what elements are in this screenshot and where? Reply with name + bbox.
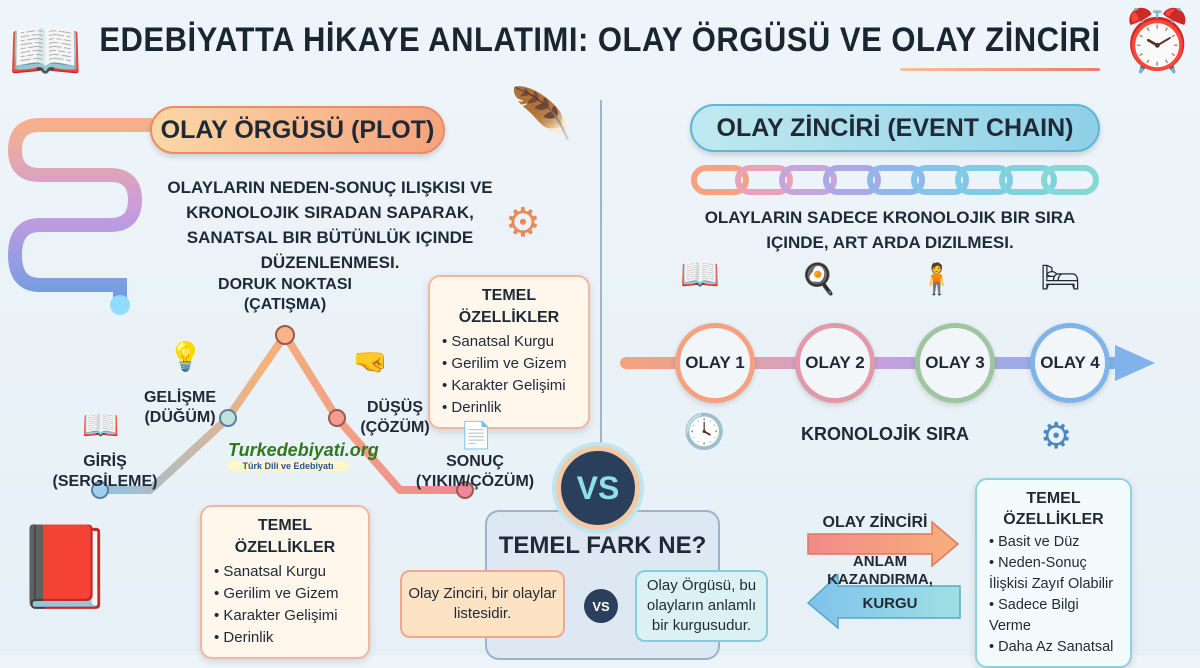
plot-description: Olayların neden-sonuç ilişkisi ve kronol… xyxy=(167,178,493,272)
chain-description: Olayların sadece kronolojik bir sıra içi… xyxy=(704,208,1076,252)
fists-icon: 🤜 xyxy=(353,346,388,377)
books-icon: 📖 xyxy=(8,17,83,84)
stage-giris: GİRİŞ(SERGİLEME) xyxy=(52,453,158,490)
sleeping-bed-icon: 🛏 xyxy=(1040,259,1081,295)
reading-sun-icon: 📖 xyxy=(680,256,720,292)
title-underline xyxy=(900,68,1100,71)
chain-summary-box: Olay Zinciri, bir olaylar listesidir. xyxy=(400,570,565,638)
chain-links-icon xyxy=(691,165,1099,195)
quill-icon: 🪶 xyxy=(510,86,573,142)
stage-node xyxy=(456,481,474,499)
arrow-left-label: ANLAM KAZANDIRMA, xyxy=(827,553,933,588)
stage-node xyxy=(219,409,237,427)
people-icon: 🧍 xyxy=(918,263,956,296)
winding-road-icon xyxy=(7,118,157,315)
arrow-left-inner-label: KURGU xyxy=(862,595,918,612)
plot-features-box-bottom: TEMEL ÖZELLİKLER Sanatsal KurguGerilim v… xyxy=(200,505,370,659)
lightbulb-icon: 💡 xyxy=(168,341,203,372)
vs-small-badge: VS xyxy=(584,589,618,623)
event-2: OLAY 2 xyxy=(795,323,875,403)
ink-book-icon: 📕 xyxy=(15,522,115,611)
arrow-right-label: OLAY ZİNCİRİ xyxy=(822,514,928,531)
stage-sonuc: SONUÇ(YIKIM/ÇÖZÜM) xyxy=(415,453,535,490)
clock-icon: 🕓 xyxy=(683,413,726,451)
stage-gelisme: GELİŞME(DÜĞÜM) xyxy=(143,389,216,426)
plot-features-box-top: TEMEL ÖZELLİKLER Sanatsal KurguGerilim v… xyxy=(428,275,590,429)
section-divider xyxy=(600,100,602,445)
timeline-label: KRONOLOJİK SIRA xyxy=(800,424,969,444)
event-1: OLAY 1 xyxy=(675,323,755,403)
alarm-clock-icon: ⏰ xyxy=(1120,7,1195,74)
event-3: OLAY 3 xyxy=(915,323,995,403)
stage-node xyxy=(91,481,109,499)
stage-node xyxy=(275,325,295,345)
plot-pyramid-diagram xyxy=(91,325,474,499)
document-icon: 📄 xyxy=(460,420,493,450)
chain-features-box: TEMEL ÖZELLİKLER Basit ve DüzNeden-Sonuç… xyxy=(975,478,1132,668)
gears-icon: ⚙ xyxy=(1040,415,1073,456)
page-title: EDEBİYATTA HİKAYE ANLATIMI: OLAY ÖRGÜSÜ … xyxy=(99,20,1101,59)
stage-node xyxy=(328,409,346,427)
open-book-icon: 📖 xyxy=(82,409,120,442)
breakfast-icon: 🍳 xyxy=(800,263,838,296)
vs-badge: VS xyxy=(556,446,640,530)
gears-icon: ⚙ xyxy=(505,201,541,245)
plot-summary-box: Olay Örgüsü, bu olayların anlamlı bir ku… xyxy=(635,570,768,642)
chain-heading: OLAY ZİNCİRİ (EVENT CHAIN) xyxy=(690,104,1100,152)
stage-dusus: DÜŞÜŞ(ÇÖZÜM) xyxy=(360,399,430,436)
key-difference-heading: TEMEL FARK NE? xyxy=(498,532,707,559)
stage-doruk: DORUK NOKTASI(ÇATIŞMA) xyxy=(218,276,352,313)
event-4: OLAY 4 xyxy=(1030,323,1110,403)
plot-heading: OLAY ÖRGÜSÜ (PLOT) xyxy=(150,106,445,154)
comparison-arrows xyxy=(806,520,961,630)
